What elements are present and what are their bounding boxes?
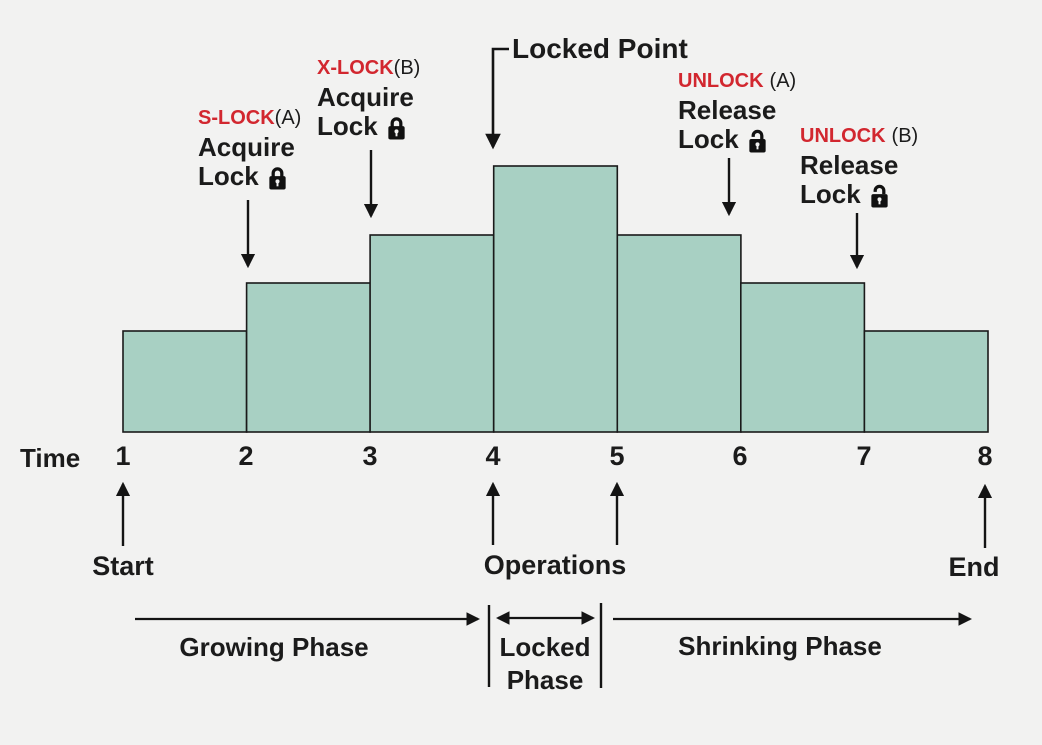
tick-8: 8 — [977, 441, 993, 471]
unlock-a-operand: (A) — [769, 70, 797, 92]
annotation-x-lock: X-LOCK(B) Acquire Lock — [317, 57, 420, 142]
lock-bar-t3-t4 — [369, 234, 495, 433]
unlock-b-action-line1: Release — [800, 149, 899, 180]
x-lock-action-line1: Acquire — [317, 81, 414, 112]
s-lock-action-line2: Lock — [198, 162, 301, 192]
tick-3: 3 — [362, 441, 378, 471]
x-lock-action-line2: Lock — [317, 112, 420, 142]
closed-lock-icon — [388, 117, 405, 140]
end-label: End — [948, 552, 1000, 582]
lock-bar-t6-t7 — [739, 282, 866, 433]
shrinking-phase-label: Shrinking Phase — [678, 631, 882, 661]
tick-6: 6 — [732, 441, 748, 471]
s-lock-keyword: S-LOCK — [198, 107, 275, 129]
lock-bar-t2-t3 — [245, 282, 372, 433]
tick-4: 4 — [485, 441, 501, 471]
growing-phase-label: Growing Phase — [179, 632, 369, 662]
lock-bar-t7-t8 — [863, 330, 989, 433]
closed-lock-icon — [269, 167, 286, 190]
lock-staircase-bars — [122, 165, 989, 433]
unlock-b-operand: (B) — [891, 125, 919, 147]
locked-point-elbow-arrow — [485, 47, 509, 150]
lock-bar-t4-t5 — [492, 165, 619, 433]
unlock-a-tagline: UNLOCK(A) — [678, 70, 796, 93]
annotation-s-lock: S-LOCK(A) Acquire Lock — [198, 107, 301, 192]
tick-7: 7 — [856, 441, 872, 471]
lock-bar-t5-t6 — [616, 234, 742, 433]
unlock-b-tagline: UNLOCK(B) — [800, 125, 918, 148]
unlock-a-action-line2: Lock — [678, 125, 796, 155]
lock-bar-t1-t2 — [122, 330, 248, 433]
open-lock-icon — [871, 184, 888, 208]
tick-1: 1 — [115, 441, 131, 471]
time-axis-label: Time — [20, 443, 81, 473]
open-lock-icon — [749, 129, 766, 153]
tick-5: 5 — [609, 441, 625, 471]
operations-label: Operations — [483, 550, 627, 580]
s-lock-tagline: S-LOCK(A) — [198, 107, 301, 130]
locked-point-label: Locked Point — [512, 33, 688, 64]
locked-phase-label: Locked Phase — [499, 631, 590, 696]
x-lock-operand: (B) — [393, 57, 421, 79]
s-lock-operand: (A) — [274, 107, 302, 129]
locked-phase-line1: Locked — [499, 632, 591, 662]
x-lock-keyword: X-LOCK — [317, 57, 394, 79]
locked-phase-line2: Phase — [506, 664, 584, 695]
unlock-a-action-line1: Release — [678, 94, 777, 125]
unlock-a-keyword: UNLOCK — [678, 70, 764, 92]
start-label: Start — [92, 551, 154, 581]
unlock-b-keyword: UNLOCK — [800, 125, 886, 147]
annotation-unlock-b: UNLOCK(B) Release Lock — [800, 125, 918, 210]
tick-2: 2 — [238, 441, 254, 471]
s-lock-action-line1: Acquire — [198, 131, 295, 162]
x-lock-tagline: X-LOCK(B) — [317, 57, 420, 80]
unlock-b-action-line2: Lock — [800, 180, 918, 210]
annotation-unlock-a: UNLOCK(A) Release Lock — [678, 70, 796, 155]
